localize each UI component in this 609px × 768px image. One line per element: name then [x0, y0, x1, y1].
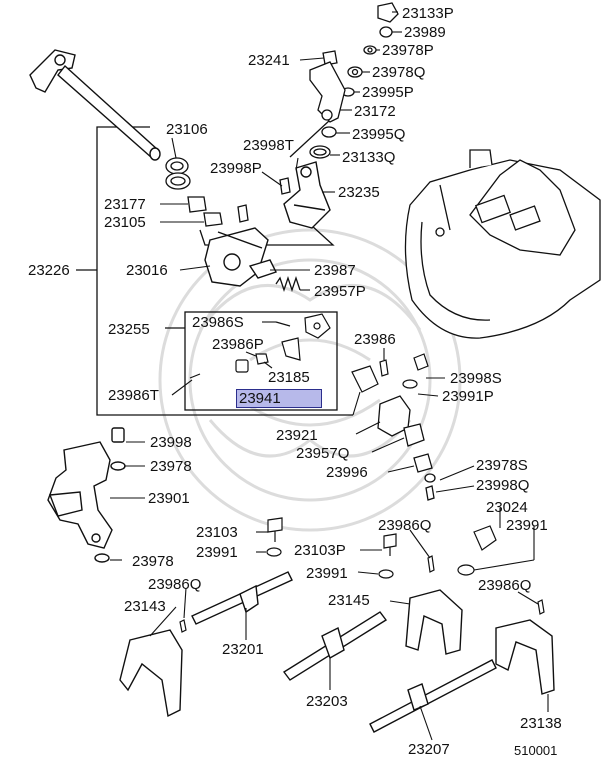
guide-block-23921 [377, 395, 436, 501]
part-label-23941-highlighted[interactable]: 23941 [236, 389, 322, 408]
bolts-washers [179, 517, 545, 633]
part-label-23995Q: 23995Q [352, 126, 406, 143]
part-label-23987: 23987 [314, 262, 356, 279]
part-label-23921: 23921 [276, 427, 318, 444]
part-label-23986Q: 23986Q [378, 517, 432, 534]
part-label-23986Q: 23986Q [148, 576, 202, 593]
part-label-23998T: 23998T [243, 137, 294, 154]
part-label-23103: 23103 [196, 524, 238, 541]
inner-box-parts [189, 313, 331, 379]
part-label-23185: 23185 [268, 369, 310, 386]
diagram-code: 510001 [514, 743, 558, 758]
leader-lines [110, 11, 549, 741]
shift-housing-23235 [283, 161, 331, 229]
part-label-23986T: 23986T [108, 387, 159, 404]
part-label-23989: 23989 [404, 24, 446, 41]
part-label-23996: 23996 [326, 464, 368, 481]
part-label-23024: 23024 [486, 499, 528, 516]
leader-line [289, 119, 331, 158]
part-label-23172: 23172 [354, 103, 396, 120]
seals-bushings [165, 157, 291, 227]
selector-body-23016 [204, 227, 277, 287]
part-label-23235: 23235 [338, 184, 380, 201]
part-label-23901: 23901 [148, 490, 190, 507]
shift-forks [119, 589, 555, 718]
leader-line [199, 214, 335, 246]
part-label-23103P: 23103P [294, 542, 346, 559]
part-label-23998Q: 23998Q [476, 477, 530, 494]
part-label-23143: 23143 [124, 598, 166, 615]
part-label-23991: 23991 [506, 517, 548, 534]
part-label-23207: 23207 [408, 741, 450, 758]
part-label-23995P: 23995P [362, 84, 414, 101]
part-label-23133P: 23133P [402, 5, 454, 22]
transmission-case [404, 149, 601, 339]
part-label-23241: 23241 [248, 52, 290, 69]
right-small-parts [351, 353, 429, 393]
part-label-23133Q: 23133Q [342, 149, 396, 166]
part-label-23016: 23016 [126, 262, 168, 279]
part-label-23106: 23106 [166, 121, 208, 138]
part-label-23978Q: 23978Q [372, 64, 426, 81]
part-label-23138: 23138 [520, 715, 562, 732]
spring-23957P [275, 275, 301, 293]
part-label-23105: 23105 [104, 214, 146, 231]
part-label-23957P: 23957P [314, 283, 366, 300]
part-label-23986P: 23986P [212, 336, 264, 353]
part-label-23203: 23203 [306, 693, 348, 710]
part-label-23978P: 23978P [382, 42, 434, 59]
part-label-23986: 23986 [354, 331, 396, 348]
part-label-23998P: 23998P [210, 160, 262, 177]
part-label-23201: 23201 [222, 641, 264, 658]
upper-parts-stack [309, 2, 399, 159]
part-label-23145: 23145 [328, 592, 370, 609]
part-label-23986Q: 23986Q [478, 577, 532, 594]
part-label-23991P: 23991P [442, 388, 494, 405]
group-box-23255 [184, 311, 338, 411]
part-label-23978: 23978 [132, 553, 174, 570]
part-label-23991: 23991 [306, 565, 348, 582]
part-label-23998S: 23998S [450, 370, 502, 387]
part-label-23978: 23978 [150, 458, 192, 475]
part-label-23255: 23255 [108, 321, 150, 338]
part-label-23998: 23998 [150, 434, 192, 451]
part-label-23177: 23177 [104, 196, 146, 213]
part-label-23986S: 23986S [192, 314, 244, 331]
shift-bracket-23901 [47, 427, 126, 563]
watermark-logo [158, 228, 462, 532]
part-label-23978S: 23978S [476, 457, 528, 474]
shift-lever-rod [29, 49, 161, 161]
part-label-23957Q: 23957Q [296, 445, 350, 462]
part-label-23226: 23226 [28, 262, 70, 279]
shift-rails [191, 571, 497, 733]
part-label-23991: 23991 [196, 544, 238, 561]
